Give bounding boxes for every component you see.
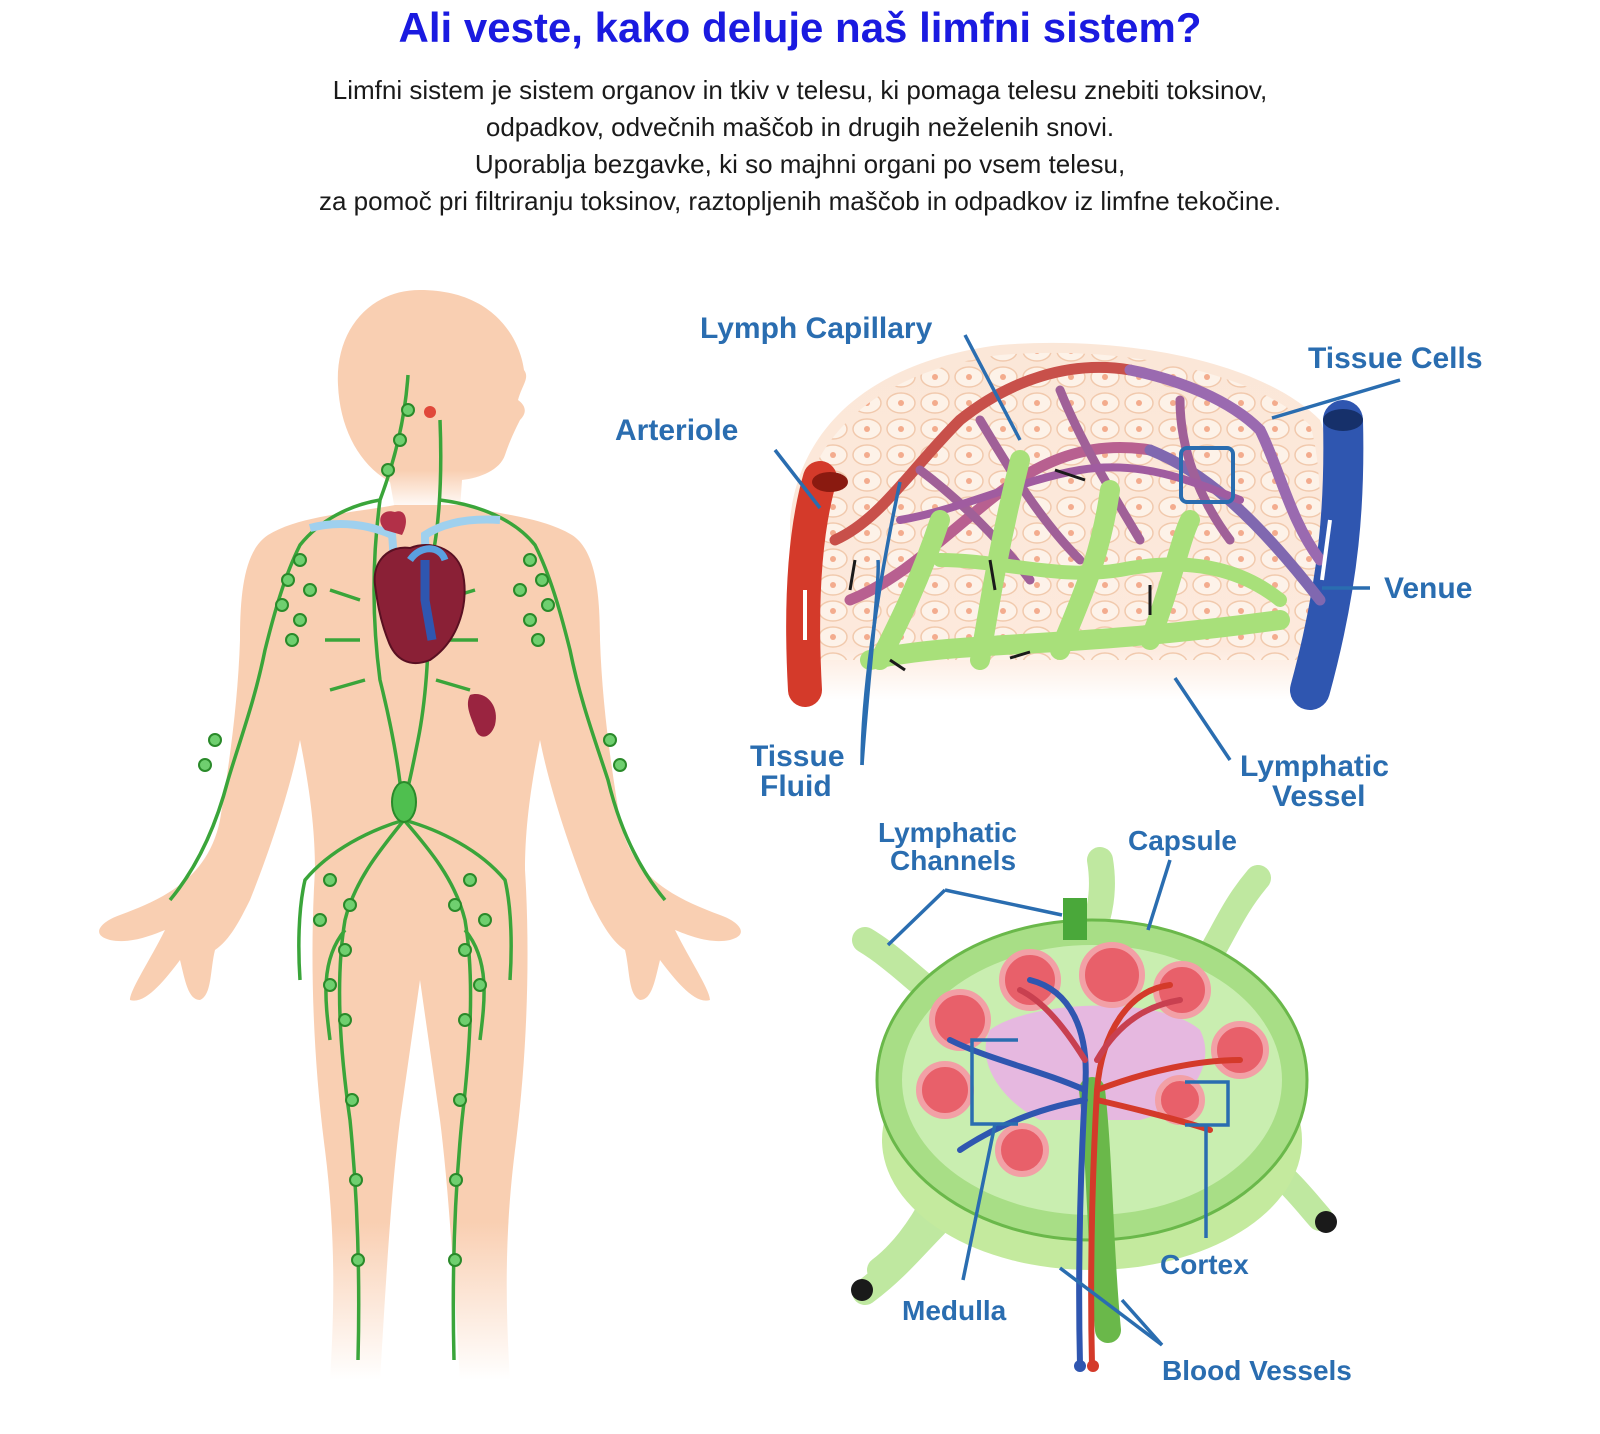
intro-text: Limfni sistem je sistem organov in tkiv … xyxy=(200,72,1400,220)
heart xyxy=(373,511,466,665)
intro-line-3: Uporablja bezgavke, ki so majhni organi … xyxy=(474,149,1126,179)
node-leader-lines xyxy=(886,859,1208,1347)
head xyxy=(337,290,527,510)
label-cortex: Cortex xyxy=(1160,1249,1249,1280)
tissue-cells-area xyxy=(800,352,1321,660)
thyroid-node xyxy=(424,406,436,418)
label-lymphatic-channels-line1: Lymphatic xyxy=(878,817,1017,848)
label-arteriole: Arteriole xyxy=(615,414,738,447)
intro-line-1: Limfni sistem je sistem organov in tkiv … xyxy=(332,75,1268,105)
label-medulla: Medulla xyxy=(902,1295,1007,1326)
capillary-leader-lines xyxy=(773,334,1401,766)
lymph-node-diagram: Lymphatic Channels Capsule Cortex Medull… xyxy=(851,817,1352,1386)
venule-vessel xyxy=(1290,400,1364,710)
human-body-figure xyxy=(99,290,741,1380)
cisterna-chyli xyxy=(391,781,417,823)
capillary-diagram: Lymph Capillary Tissue Cells Arteriole V… xyxy=(615,312,1483,813)
page-title: Ali veste, kako deluje naš limfni sistem… xyxy=(398,4,1202,51)
blood-capillary-net xyxy=(829,362,1326,606)
intro-line-4: za pomoč pri filtriranju toksinov, razto… xyxy=(319,186,1281,216)
label-tissue-fluid-line2: Fluid xyxy=(760,770,832,803)
label-tissue-cells: Tissue Cells xyxy=(1308,342,1483,375)
spleen xyxy=(467,694,496,737)
label-lymphatic-vessel-line2: Vessel xyxy=(1272,780,1365,813)
torso xyxy=(99,505,741,1380)
arteriole-vessel xyxy=(786,461,837,707)
label-lymph-capillary: Lymph Capillary xyxy=(700,312,933,345)
label-lymphatic-vessel-line1: Lymphatic xyxy=(1240,750,1389,783)
body-lymph-nodes xyxy=(198,403,627,1267)
capillary-detail-box xyxy=(1179,446,1235,504)
node-medulla-area xyxy=(985,1005,1206,1120)
lymph-capillary-net xyxy=(860,450,1290,670)
flow-arrows xyxy=(848,468,1152,672)
blood-flow-arrows xyxy=(803,519,1332,640)
label-venue: Venue xyxy=(1384,572,1472,605)
label-lymphatic-channels-line2: Channels xyxy=(890,845,1016,876)
intro-line-2: odpadkov, odvečnih maščob in drugih neže… xyxy=(485,112,1115,142)
label-tissue-fluid-line1: Tissue xyxy=(750,740,845,773)
label-capsule: Capsule xyxy=(1128,825,1237,856)
label-blood-vessels: Blood Vessels xyxy=(1162,1355,1352,1386)
